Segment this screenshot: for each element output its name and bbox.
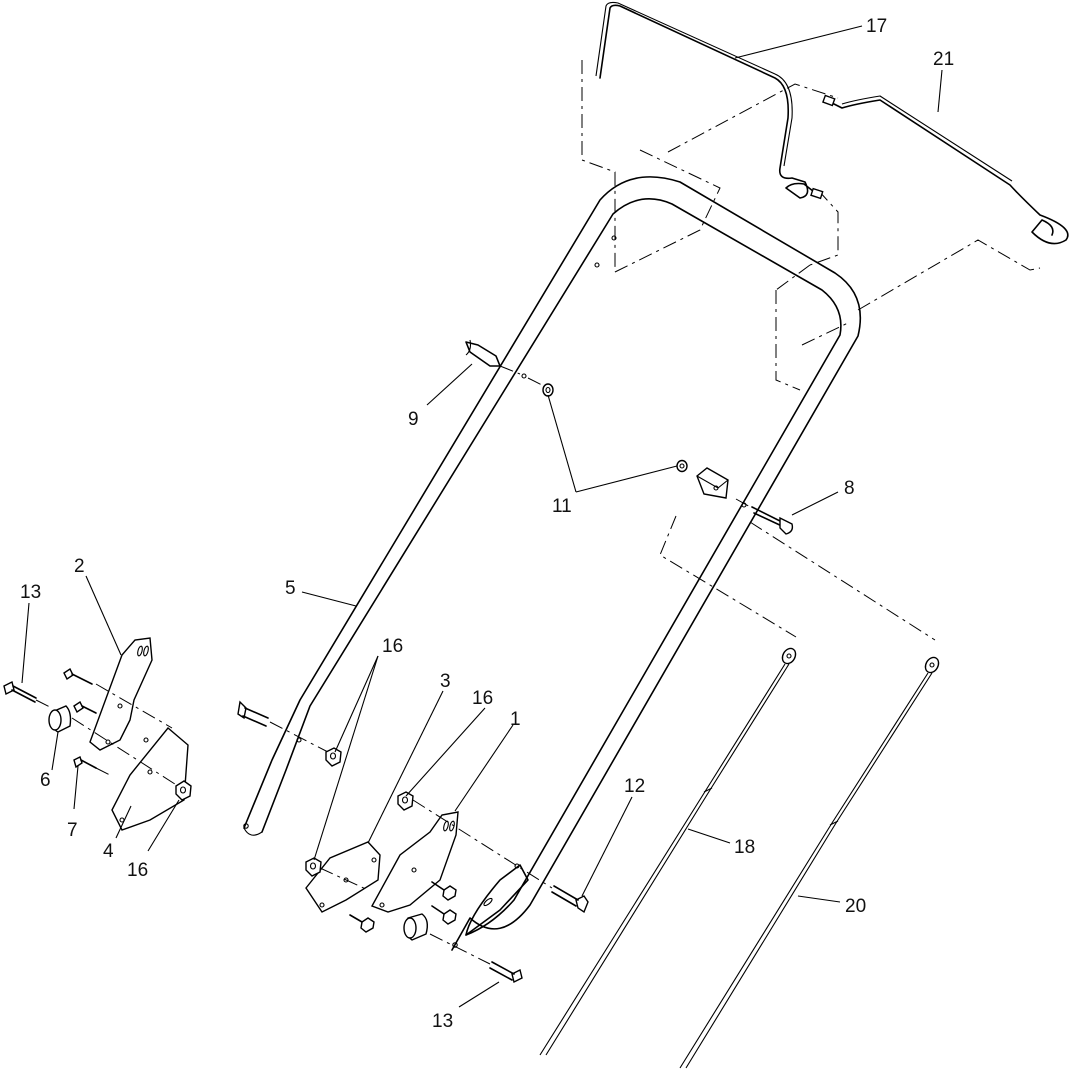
callout-1: 1 [510, 709, 521, 730]
callout-20: 20 [845, 896, 866, 917]
plate-4 [111, 727, 189, 831]
callout-11: 11 [552, 496, 572, 517]
callout-5: 5 [285, 578, 296, 599]
bolt-12 [575, 895, 589, 914]
nut-16-left [175, 780, 192, 801]
nut-11 [527, 377, 729, 499]
callout-4: 4 [103, 841, 114, 862]
bolt-13-right [511, 968, 523, 984]
handle-tube-5 [243, 176, 862, 951]
callout-16-right: 16 [472, 688, 493, 709]
bolt-13-left [3, 680, 15, 696]
plate-3 [305, 841, 381, 913]
handle-bolt-left [237, 700, 342, 767]
callout-17: 17 [866, 16, 887, 37]
bracket-assembly-left [3, 637, 192, 831]
callout-3: 3 [440, 671, 451, 692]
nut-16-right [397, 791, 414, 811]
callout-12: 12 [624, 776, 645, 797]
bracket-2 [89, 637, 153, 751]
callout-9: 9 [408, 409, 419, 430]
nut-16-low [305, 857, 322, 877]
cable-clip-9 [465, 339, 521, 375]
phantom-lines [581, 60, 1041, 641]
callout-16-upper: 16 [382, 636, 403, 657]
bolt-7 [73, 756, 83, 769]
cable-20 [679, 656, 940, 1069]
bracket-assembly-right [305, 791, 589, 984]
bail-17 [599, 4, 819, 199]
bracket-1 [370, 811, 459, 913]
callout-2: 2 [74, 556, 85, 577]
callout-8: 8 [844, 478, 855, 499]
callout-13-right: 13 [432, 1011, 453, 1032]
leader-lines [21, 25, 943, 1008]
callout-21: 21 [933, 49, 954, 70]
cable-18 [539, 647, 797, 1056]
callout-6: 6 [40, 770, 51, 791]
callout-13-left: 13 [20, 582, 41, 603]
callout-16-left: 16 [127, 860, 148, 881]
callout-7: 7 [67, 820, 78, 841]
callout-labels: 17 21 9 11 8 5 2 13 16 3 16 1 12 18 20 6… [20, 16, 954, 1032]
callout-18: 18 [734, 837, 755, 858]
bail-21 [827, 99, 1069, 245]
nut-16-mid [325, 747, 342, 767]
bolt-8 [735, 498, 794, 535]
